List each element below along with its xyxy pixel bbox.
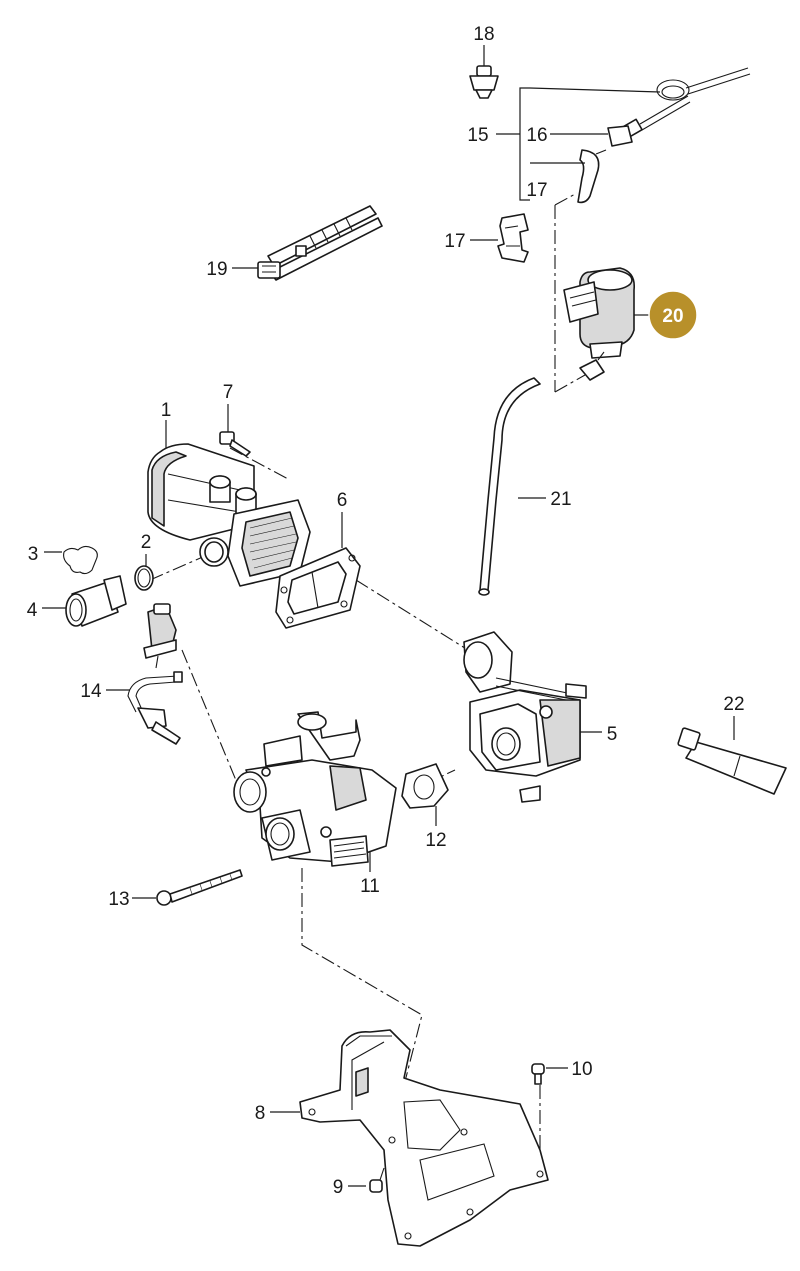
part-22-sealant-tube — [677, 716, 787, 795]
callout-11: 11 — [360, 876, 380, 897]
part-7-bolt — [219, 404, 251, 457]
part-2-o-ring — [134, 554, 154, 591]
highlight-badge[interactable] — [648, 290, 698, 340]
callout-15: 15 — [467, 125, 488, 146]
callout-6: 6 — [337, 490, 348, 511]
part-20-solenoid-valve — [563, 267, 650, 381]
callout-9: 9 — [333, 1177, 344, 1198]
part-5-egr-valve — [463, 631, 602, 803]
part-18-clip — [469, 45, 499, 99]
part-10-screw — [531, 1063, 568, 1085]
callout-labels: 1 2 3 4 5 6 7 8 9 10 11 12 13 14 15 16 1… — [27, 24, 745, 1198]
callout-13: 13 — [108, 889, 129, 910]
part-3-seal — [44, 545, 98, 575]
callout-1: 1 — [161, 400, 172, 421]
callout-16: 16 — [526, 125, 547, 146]
part-21-vacuum-hose — [478, 377, 546, 596]
part-4-pipe-adaptor — [42, 575, 127, 627]
part-1-egr-cooler — [147, 420, 311, 587]
assembly-lines — [149, 77, 586, 1172]
part-19-cable-tie — [232, 205, 383, 281]
callout-10: 10 — [571, 1059, 592, 1080]
callout-4: 4 — [27, 600, 38, 621]
callout-20[interactable]: 20 — [662, 306, 683, 327]
part-15-vacuum-line — [496, 67, 751, 204]
callout-12: 12 — [425, 830, 446, 851]
callout-5: 5 — [607, 724, 618, 745]
callout-8: 8 — [255, 1103, 266, 1124]
part-12-gasket — [401, 763, 449, 826]
callout-14: 14 — [80, 681, 102, 702]
part-8-bracket — [270, 1029, 549, 1247]
callout-17-hose: 17 — [526, 180, 547, 201]
callout-20-highlight[interactable]: 20 — [648, 290, 698, 340]
part-17-hose-clamp — [470, 213, 529, 263]
callout-7: 7 — [223, 382, 234, 403]
part-6-gasket — [275, 512, 361, 629]
part-11-egr-housing — [233, 711, 397, 872]
callout-18: 18 — [473, 24, 494, 45]
callout-3: 3 — [28, 544, 39, 565]
callout-2: 2 — [141, 532, 152, 553]
part-14-temperature-sensor — [106, 603, 183, 745]
part-13-bolt — [132, 869, 243, 906]
callout-17-clamp: 17 — [444, 231, 465, 252]
part-9-screw — [348, 1167, 385, 1193]
callout-19: 19 — [206, 259, 227, 280]
callout-22: 22 — [723, 694, 744, 715]
callout-21: 21 — [550, 489, 571, 510]
